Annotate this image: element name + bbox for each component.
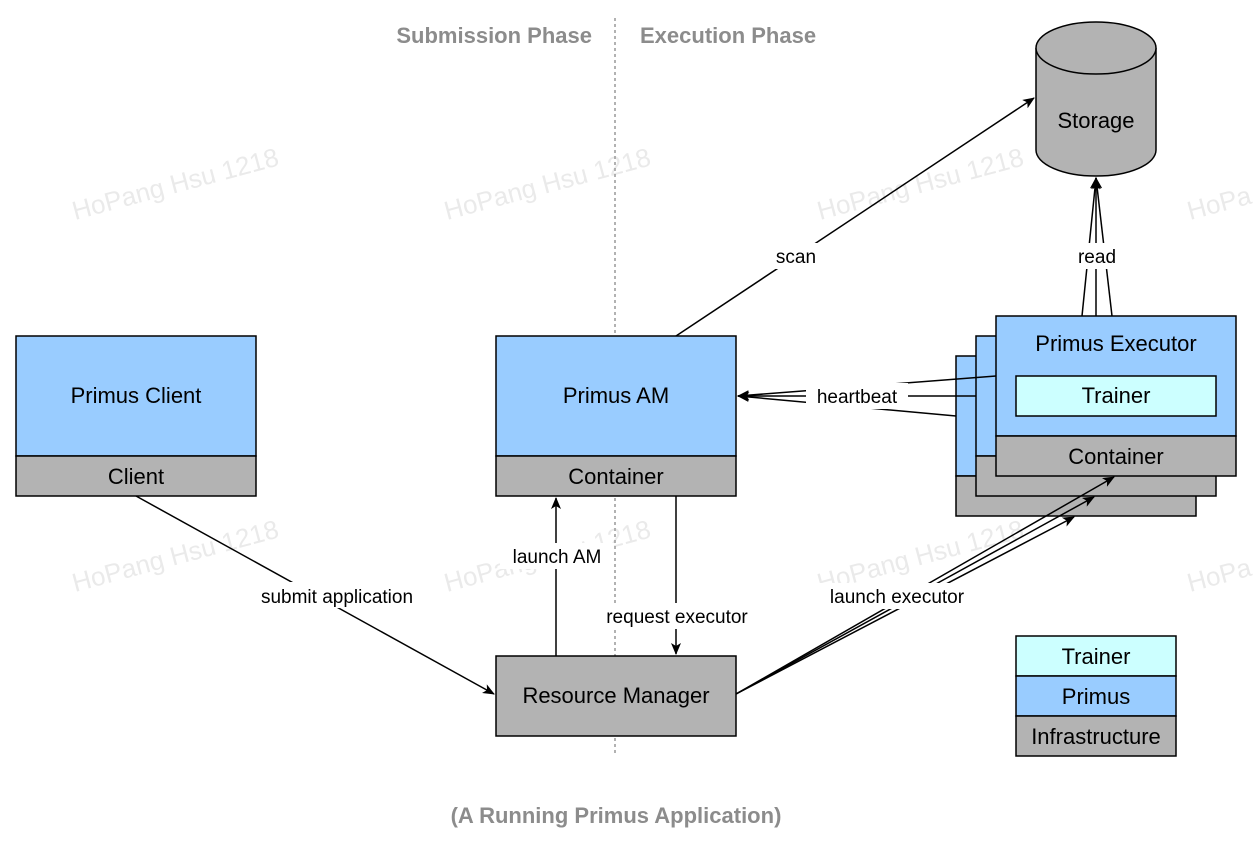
storage-node: Storage bbox=[1035, 21, 1157, 177]
watermark: HoPang Hsu 1218 bbox=[69, 142, 282, 226]
watermark: HoPa bbox=[1184, 552, 1254, 598]
legend-infrastructure-label: Infrastructure bbox=[1031, 724, 1161, 749]
request-executor-label: request executor bbox=[606, 607, 748, 628]
executor-trainer-label: Trainer bbox=[1082, 383, 1151, 408]
storage-label: Storage bbox=[1057, 108, 1134, 133]
primus-am-node: Primus AM Container bbox=[495, 335, 737, 497]
primus-executor-label: Primus Executor bbox=[1035, 331, 1196, 356]
diagram-caption: (A Running Primus Application) bbox=[451, 803, 782, 828]
heartbeat-label: heartbeat bbox=[817, 387, 898, 408]
am-container-label: Container bbox=[568, 464, 663, 489]
submission-phase-label: Submission Phase bbox=[396, 23, 592, 48]
primus-am-label: Primus AM bbox=[563, 383, 669, 408]
executor-container-label: Container bbox=[1068, 444, 1163, 469]
resource-manager-label: Resource Manager bbox=[522, 683, 709, 708]
legend-primus-label: Primus bbox=[1062, 684, 1130, 709]
legend-trainer-label: Trainer bbox=[1062, 644, 1131, 669]
client-label: Client bbox=[108, 464, 164, 489]
edge-labels: submit application launch AM request exe… bbox=[244, 243, 1124, 629]
watermark: HoPang Hsu 1218 bbox=[814, 142, 1027, 226]
resource-manager-node: Resource Manager bbox=[495, 655, 737, 737]
scan-edge bbox=[675, 97, 1035, 337]
watermark: HoPang Hsu 1218 bbox=[441, 142, 654, 226]
read-label: read bbox=[1078, 247, 1116, 268]
launch-executor-label: launch executor bbox=[830, 587, 965, 608]
scan-label: scan bbox=[776, 247, 816, 268]
execution-phase-label: Execution Phase bbox=[640, 23, 816, 48]
legend: Trainer Primus Infrastructure bbox=[1015, 635, 1177, 757]
watermark: HoPa bbox=[1184, 180, 1254, 226]
launch-am-label: launch AM bbox=[513, 547, 602, 568]
primus-client-node: Primus Client Client bbox=[15, 335, 257, 497]
primus-executor-stack: Primus Executor Trainer Container bbox=[955, 315, 1237, 517]
primus-client-label: Primus Client bbox=[71, 383, 202, 408]
submit-label: submit application bbox=[261, 587, 413, 608]
